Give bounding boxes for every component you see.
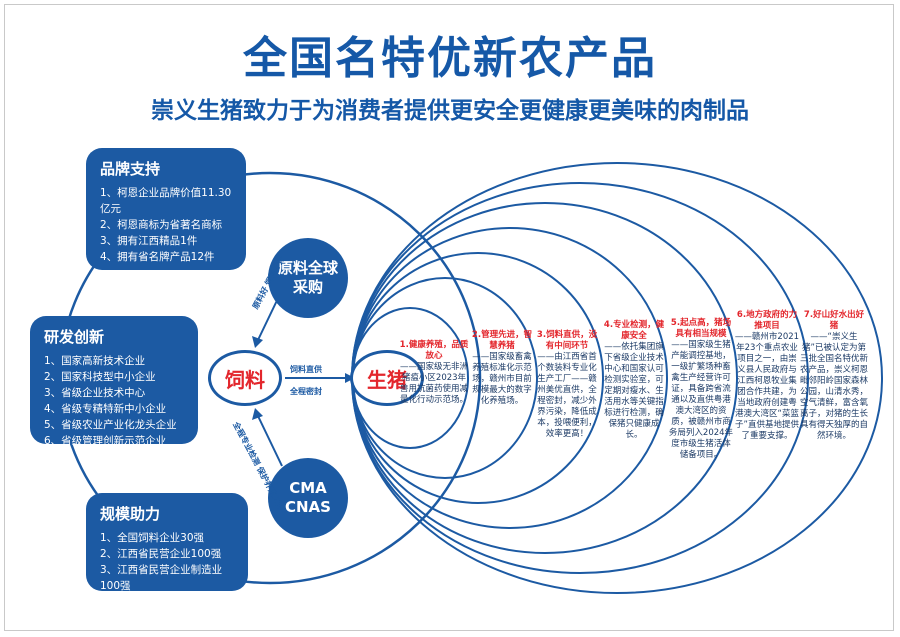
ring-text-5: 5.起点高，猪场具有相当规模——国家级生猪产能调控基地，一级扩繁场种畜禽生产经营… — [668, 318, 734, 460]
rd-item: 2、国家科技型中小企业 — [44, 371, 156, 383]
brand-support-panel: 品牌支持 1、柯恩企业品牌价值11.30亿元 2、柯恩商标为省著名商标 3、拥有… — [86, 148, 246, 270]
brand-item: 4、拥有省名牌产品12件 — [100, 251, 215, 263]
scale-title: 规模助力 — [100, 505, 161, 523]
rd-panel: 研发创新 1、国家高新技术企业 2、国家科技型中小企业 3、省级企业技术中心 4… — [30, 316, 198, 447]
pig-node: 生猪 — [350, 350, 424, 406]
rd-item: 1、国家高新技术企业 — [44, 355, 146, 367]
rd-title: 研发创新 — [44, 328, 105, 346]
ring-text-7: 7.好山好水出好猪——“崇义生猪”已被认定为第三批全国名特优新农产品，崇义柯恩毗… — [800, 310, 869, 441]
brand-item: 2、柯恩商标为省著名商标 — [100, 219, 223, 231]
scale-item: 1、全国饲料企业30强 — [100, 532, 205, 544]
page-frame — [4, 4, 894, 631]
raw-to-feed-arrowhead — [252, 336, 263, 348]
ring-text-4: 4.专业检测，健康安全——依托集团旗下省级企业技术中心和国家认可检测实验室，可定… — [603, 320, 665, 440]
ring-text-6: 6.地方政府的力推项目——赣州市2021年23个重点农业项目之一，由崇义县人民政… — [734, 310, 800, 441]
supply-label: 饲料直供 — [290, 365, 322, 374]
scale-panel: 规模助力 1、全国饲料企业30强 2、江西省民营企业100强 3、江西省民营企业… — [86, 493, 248, 592]
feed-node: 饲料 — [208, 350, 282, 406]
raw-material-bubble: 原料全球采购 — [268, 238, 348, 318]
cert-to-feed-arrow — [257, 415, 283, 467]
brand-support-title: 品牌支持 — [100, 160, 161, 178]
rd-item: 3、省级企业技术中心 — [44, 387, 146, 399]
cert-to-feed-arrowhead — [252, 408, 263, 420]
rd-item: 4、省级专精特新中小企业 — [44, 403, 167, 415]
brand-item: 3、拥有江西精品1件 — [100, 235, 198, 247]
rd-item: 5、省级农业产业化龙头企业 — [44, 419, 177, 431]
page-title: 全国名特优新农产品 — [243, 33, 657, 84]
cma-cnas-bubble: CMA CNAS — [268, 458, 348, 538]
rd-item: 6、省级管理创新示范企业 — [44, 435, 167, 447]
page-subtitle: 崇义生猪致力于为消费者提供更安全更健康更美味的肉制品 — [151, 98, 749, 124]
control-label: 全程密封 — [290, 387, 322, 396]
brand-item: 1、柯恩企业品牌价值11.30亿元 — [100, 187, 232, 215]
scale-item: 3、江西省民营企业制造业100强 — [100, 564, 223, 592]
ring-text-3: 3.饲料直供，没有中间环节——由江西省首个数装料专业化生产工厂——赣州美优直供，… — [536, 330, 598, 439]
ring-text-2: 2.管理先进，智慧养猪——国家级畜禽养殖标准化示范场，赣州市目前规模最大的数字化… — [471, 330, 533, 406]
ring-text-1: 1.健康养殖，品质放心——国家级无非洲猪瘟小区2023年兽用抗菌药使用减量化行动… — [399, 340, 469, 405]
scale-item: 2、江西省民营企业100强 — [100, 548, 222, 560]
